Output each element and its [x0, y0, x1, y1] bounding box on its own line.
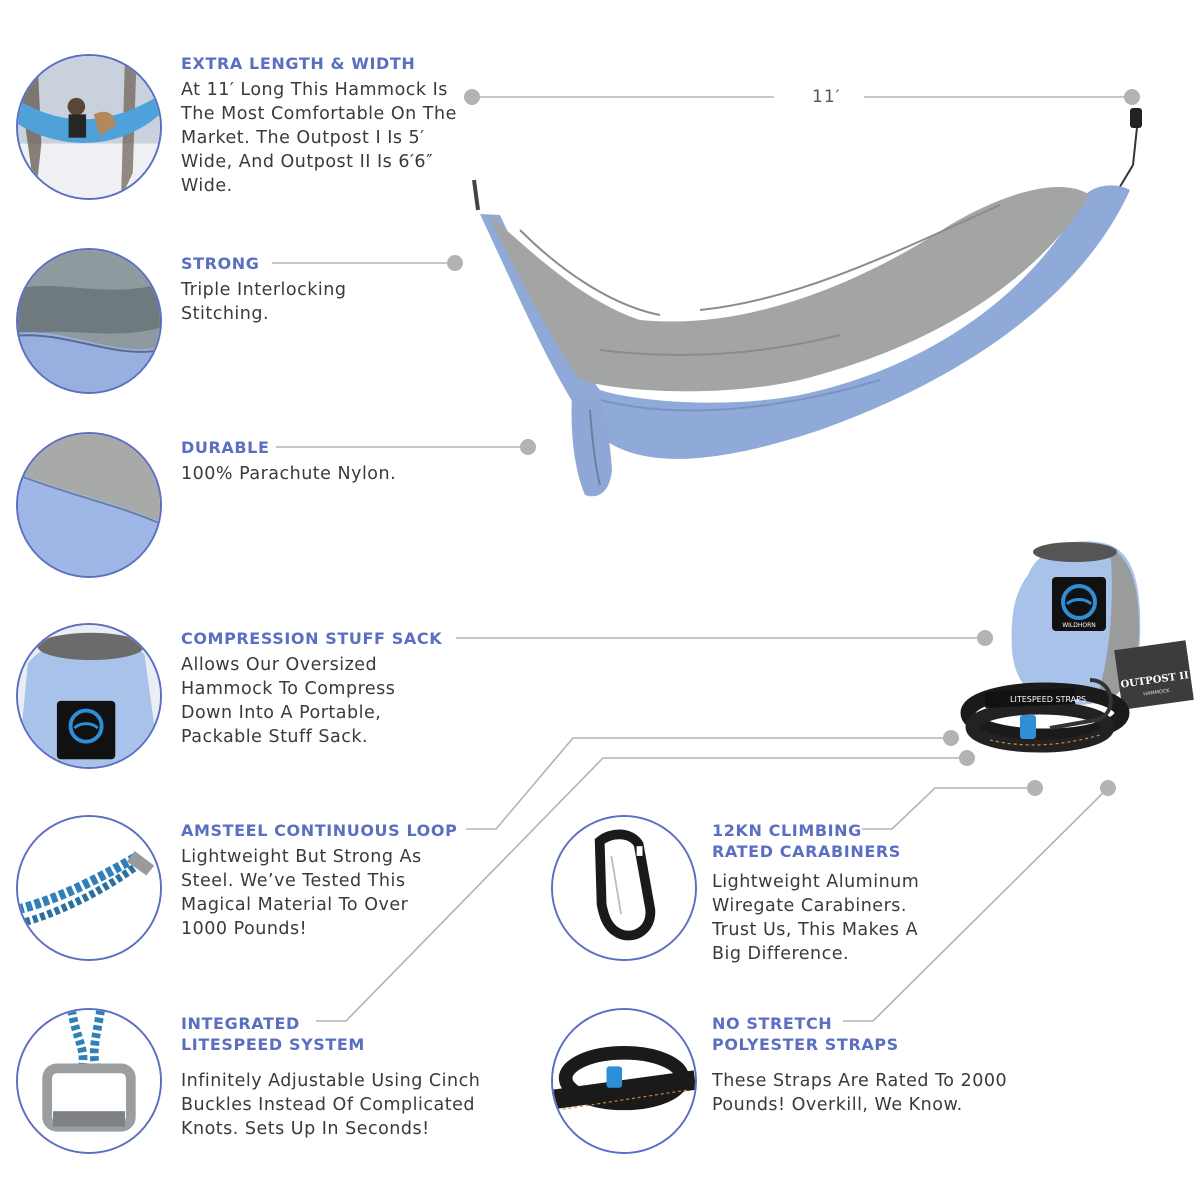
- feature-title-line2: RATED CARABINERS: [712, 842, 901, 861]
- feature-photo-stuff-sack: [16, 623, 162, 769]
- leader-dot: [1027, 780, 1043, 796]
- feature-body: Triple Interlocking Stitching.: [181, 280, 347, 324]
- leader-dot: [447, 255, 463, 271]
- feature-body: Allows Our Oversized Hammock To Compress…: [181, 655, 396, 747]
- feature-durable: DURABLE 100% Parachute Nylon.: [181, 437, 461, 486]
- feature-body: 100% Parachute Nylon.: [181, 464, 397, 484]
- feature-body: Lightweight But Strong As Steel. We’ve T…: [181, 847, 422, 939]
- product-card: OUTPOST II HAMMOCK: [1114, 640, 1194, 710]
- leader-dot: [977, 630, 993, 646]
- feature-title: NO STRETCH: [712, 1014, 833, 1033]
- feature-photo-cinch-buckle: [16, 1008, 162, 1154]
- feature-body: At 11′ Long This Hammock Is The Most Com…: [181, 80, 457, 196]
- leader-dot: [1124, 89, 1140, 105]
- feature-length: EXTRA LENGTH & WIDTH At 11′ Long This Ha…: [181, 53, 461, 198]
- feature-title: STRONG: [181, 254, 260, 273]
- dimension-label: 11′: [812, 87, 841, 107]
- feature-title: EXTRA LENGTH & WIDTH: [181, 54, 416, 73]
- feature-title: AMSTEEL CONTINUOUS LOOP: [181, 821, 458, 840]
- brand-logo: WILDHORN: [1062, 622, 1096, 629]
- feature-photo-amsteel: [16, 815, 162, 961]
- strap-print: LITESPEED STRAPS: [1010, 695, 1086, 704]
- leader-dot: [464, 89, 480, 105]
- leader-dot: [959, 750, 975, 766]
- feature-stuff-sack: COMPRESSION STUFF SACK Allows Our Oversi…: [181, 628, 443, 749]
- feature-title: 12KN CLIMBING: [712, 821, 862, 840]
- straps-bundle-image: LITESPEED STRAPS: [960, 678, 1130, 753]
- feature-photo-stitching: [16, 248, 162, 394]
- feature-title-line2: LITESPEED SYSTEM: [181, 1035, 365, 1054]
- feature-photo-length: [16, 54, 162, 200]
- feature-carabiners: 12KN CLIMBING RATED CARABINERS Lightweig…: [712, 820, 942, 966]
- card-subtitle: HAMMOCK: [1143, 688, 1171, 698]
- feature-amsteel: AMSTEEL CONTINUOUS LOOP Lightweight But …: [181, 820, 466, 941]
- feature-title: COMPRESSION STUFF SACK: [181, 629, 443, 648]
- feature-body: Lightweight Aluminum Wiregate Carabiners…: [712, 872, 920, 964]
- feature-litespeed: INTEGRATED LITESPEED SYSTEM Infinitely A…: [181, 1013, 501, 1141]
- feature-straps: NO STRETCH POLYESTER STRAPS These Straps…: [712, 1013, 1032, 1117]
- hammock-image: [472, 108, 1142, 497]
- feature-title: INTEGRATED: [181, 1014, 300, 1033]
- feature-body: These Straps Are Rated To 2000 Pounds! O…: [712, 1071, 1008, 1115]
- leader-dot: [1100, 780, 1116, 796]
- feature-title: DURABLE: [181, 438, 270, 457]
- leader-dot: [943, 730, 959, 746]
- leader-dot: [520, 439, 536, 455]
- feature-photo-carabiner: [551, 815, 697, 961]
- feature-title-line2: POLYESTER STRAPS: [712, 1035, 899, 1054]
- feature-photo-straps: [551, 1008, 697, 1154]
- feature-strong: STRONG Triple Interlocking Stitching.: [181, 253, 461, 326]
- feature-photo-nylon: [16, 432, 162, 578]
- feature-body: Infinitely Adjustable Using Cinch Buckle…: [181, 1071, 481, 1139]
